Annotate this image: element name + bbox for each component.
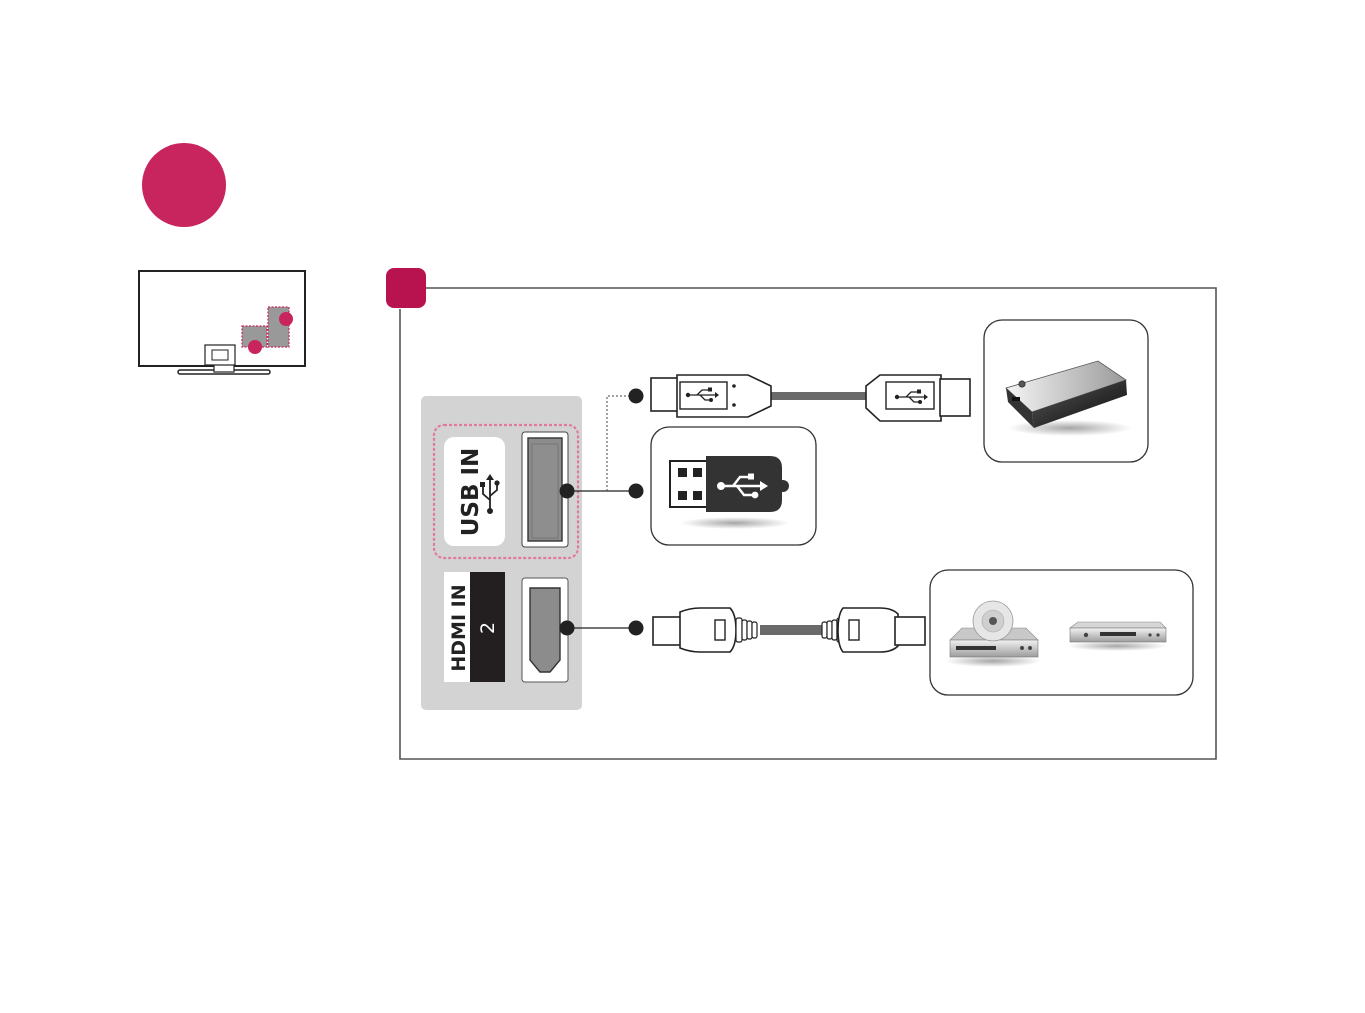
usb-cable-dotted-leader xyxy=(607,396,634,491)
usb-port-dot xyxy=(560,484,575,499)
usb-in-label: USB IN xyxy=(458,448,484,537)
usb-stick-dot xyxy=(629,484,644,499)
hdmi-cable xyxy=(653,608,925,652)
frame-marker xyxy=(386,268,426,308)
external-hdd-icon xyxy=(984,320,1148,462)
tv-thumbnail-marker xyxy=(248,340,262,354)
tv-thumbnail-marker xyxy=(279,312,293,326)
step-marker-circle xyxy=(142,143,226,227)
usb-cable xyxy=(651,375,970,421)
usb-cable-dot xyxy=(629,389,644,404)
hdmi-port-dot xyxy=(560,621,575,636)
usb-flash-drive-icon xyxy=(651,427,816,545)
hdmi-cable-dot xyxy=(629,621,644,636)
tv-thumbnail xyxy=(139,271,305,374)
set-top-box-icon xyxy=(1067,622,1167,651)
hdmi-in-label: HDMI IN xyxy=(448,584,470,671)
hdmi-port-number: 2 xyxy=(477,622,499,634)
